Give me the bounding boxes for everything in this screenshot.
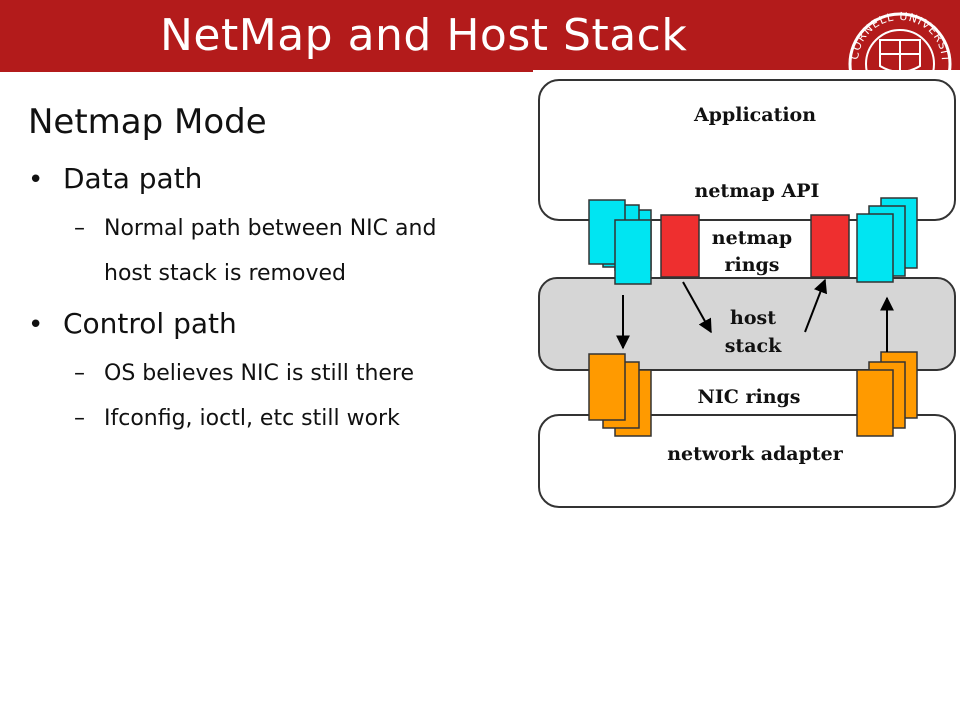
label-host-stack-2: stack (725, 335, 782, 357)
dash-icon: – (74, 216, 85, 241)
label-netmap-rings-1: netmap (712, 227, 792, 249)
sub-bullet-text: OS believes NIC is still there (104, 361, 415, 386)
label-netmap-api: netmap API (695, 180, 820, 202)
cyan-ring-left (614, 219, 652, 285)
bullet-icon: • (28, 310, 44, 340)
application-box (538, 79, 956, 221)
arrow-red-to-stack (682, 281, 712, 334)
cornell-logo: CORNELL UNIVERSITY (836, 0, 952, 72)
bullet-icon: • (28, 165, 44, 195)
dash-icon: – (74, 406, 85, 431)
label-application: Application (693, 104, 816, 126)
arrow-stack-to-red (804, 278, 828, 333)
label-netmap-rings-2: rings (724, 254, 779, 276)
red-ring-right (810, 214, 850, 278)
title-bar: NetMap and Host Stack CORNELL UNIVERSITY (0, 0, 960, 72)
red-ring-left (660, 214, 700, 278)
cyan-ring-right (856, 213, 894, 283)
label-nic-rings: NIC rings (697, 386, 800, 408)
label-network-adapter: network adapter (667, 443, 844, 465)
sub-bullet-text: Ifconfig, ioctl, etc still work (104, 406, 400, 431)
bullet-control-path: Control path (63, 307, 237, 340)
bullet-data-path: Data path (63, 162, 203, 195)
netmap-diagram: Application netmap API netmap rings host… (533, 70, 960, 512)
host-stack-band (538, 277, 956, 371)
section-heading: Netmap Mode (28, 102, 267, 142)
dash-icon: – (74, 361, 85, 386)
orange-ring-right (856, 369, 894, 437)
slide-title: NetMap and Host Stack (160, 10, 688, 61)
network-adapter-box (538, 414, 956, 508)
label-host-stack-1: host (730, 307, 776, 329)
sub-bullet-text: host stack is removed (104, 261, 346, 286)
sub-bullet-text: Normal path between NIC and (104, 216, 437, 241)
orange-ring-left (588, 353, 626, 421)
